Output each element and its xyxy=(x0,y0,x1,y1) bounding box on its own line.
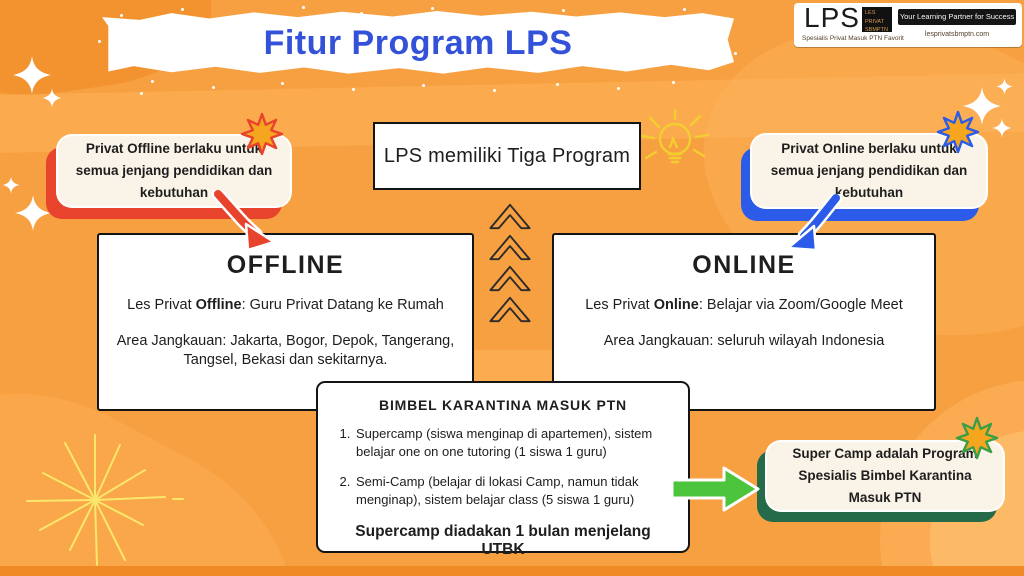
list-item: Semi-Camp (belajar di lokasi Camp, namun… xyxy=(354,473,672,508)
offline-description: Les Privat Offline: Guru Privat Datang k… xyxy=(99,297,472,313)
offline-callout-text: Privat Offline berlaku untuk semua jenja… xyxy=(75,140,273,201)
logo-slogan: Your Learning Partner for Success xyxy=(898,9,1016,25)
lps-logo: LPS LES PRIVAT SBMPTN Spesialis Privat M… xyxy=(794,2,1022,47)
sparkle-icon xyxy=(992,118,1012,138)
chevron-up-icon xyxy=(489,265,531,292)
chevron-up-icon xyxy=(489,203,531,230)
starburst-icon xyxy=(936,110,980,154)
starburst-icon xyxy=(955,416,999,460)
supercamp-callout: Super Camp adalah Program Spesialis Bimb… xyxy=(765,440,1005,512)
starburst-icon xyxy=(240,112,284,156)
offline-desc-bold: Offline xyxy=(195,297,242,313)
chevron-up-icon xyxy=(489,296,531,323)
intro-box: LPS memiliki Tiga Program xyxy=(373,122,641,190)
lightbulb-icon xyxy=(640,108,710,164)
logo-wordmark: LPS xyxy=(804,2,860,33)
supercamp-callout-text: Super Camp adalah Program Spesialis Bimb… xyxy=(792,445,978,506)
paint-speckles xyxy=(0,0,3,3)
sparkle-icon xyxy=(996,78,1013,95)
logo-badge-line: SBMPTN xyxy=(865,27,888,34)
sparkle-icon xyxy=(963,87,1001,125)
chevron-up-icon xyxy=(489,234,531,261)
offline-desc-suffix: : Guru Privat Datang ke Rumah xyxy=(241,297,444,313)
firework-icon xyxy=(26,434,184,566)
bimbel-title: BIMBEL KARANTINA MASUK PTN xyxy=(379,397,627,413)
green-arrow xyxy=(670,466,760,512)
offline-title: OFFLINE xyxy=(226,251,345,279)
red-curved-arrow xyxy=(211,190,276,252)
logo-badge-line: PRIVAT xyxy=(865,18,885,25)
bimbel-program-list: Supercamp (siswa menginap di apartemen),… xyxy=(334,425,672,508)
intro-text: LPS memiliki Tiga Program xyxy=(383,144,631,167)
sparkle-icon xyxy=(42,88,62,108)
logo-website: lesprivatsbmptn.com xyxy=(924,31,990,38)
page-title: Fitur Program LPS xyxy=(263,23,573,62)
online-desc-suffix: : Belajar via Zoom/Google Meet xyxy=(698,297,903,313)
offline-desc-prefix: Les Privat xyxy=(127,297,196,313)
bimbel-karantina-box: BIMBEL KARANTINA MASUK PTN Supercamp (si… xyxy=(316,381,690,558)
online-callout: Privat Online berlaku untuk semua jenjan… xyxy=(750,133,988,209)
blue-curved-arrow xyxy=(786,194,843,252)
bimbel-footer-note: Supercamp diadakan 1 bulan menjelang UTB… xyxy=(355,523,651,559)
logo-badge-line: LES xyxy=(865,10,876,16)
logo-tagline: Spesialis Privat Masuk PTN Favorit xyxy=(802,35,904,42)
online-desc-bold: Online xyxy=(653,297,699,313)
online-title: ONLINE xyxy=(692,251,796,279)
online-coverage: Area Jangkauan: seluruh wilayah Indonesi… xyxy=(603,333,885,349)
offline-coverage: Area Jangkauan: Jakarta, Bogor, Depok, T… xyxy=(116,333,455,368)
list-item: Supercamp (siswa menginap di apartemen),… xyxy=(354,425,672,460)
sparkle-icon xyxy=(14,194,52,232)
title-banner: Fitur Program LPS xyxy=(102,11,734,74)
online-description: Les Privat Online: Belajar via Zoom/Goog… xyxy=(554,297,934,313)
sparkle-icon xyxy=(13,56,51,94)
online-callout-text: Privat Online berlaku untuk semua jenjan… xyxy=(770,140,968,201)
sparkle-icon xyxy=(2,176,20,194)
logo-badge: LES PRIVAT SBMPTN xyxy=(862,7,892,34)
bg-bottom-strip xyxy=(0,566,1024,576)
online-desc-prefix: Les Privat xyxy=(585,297,654,313)
